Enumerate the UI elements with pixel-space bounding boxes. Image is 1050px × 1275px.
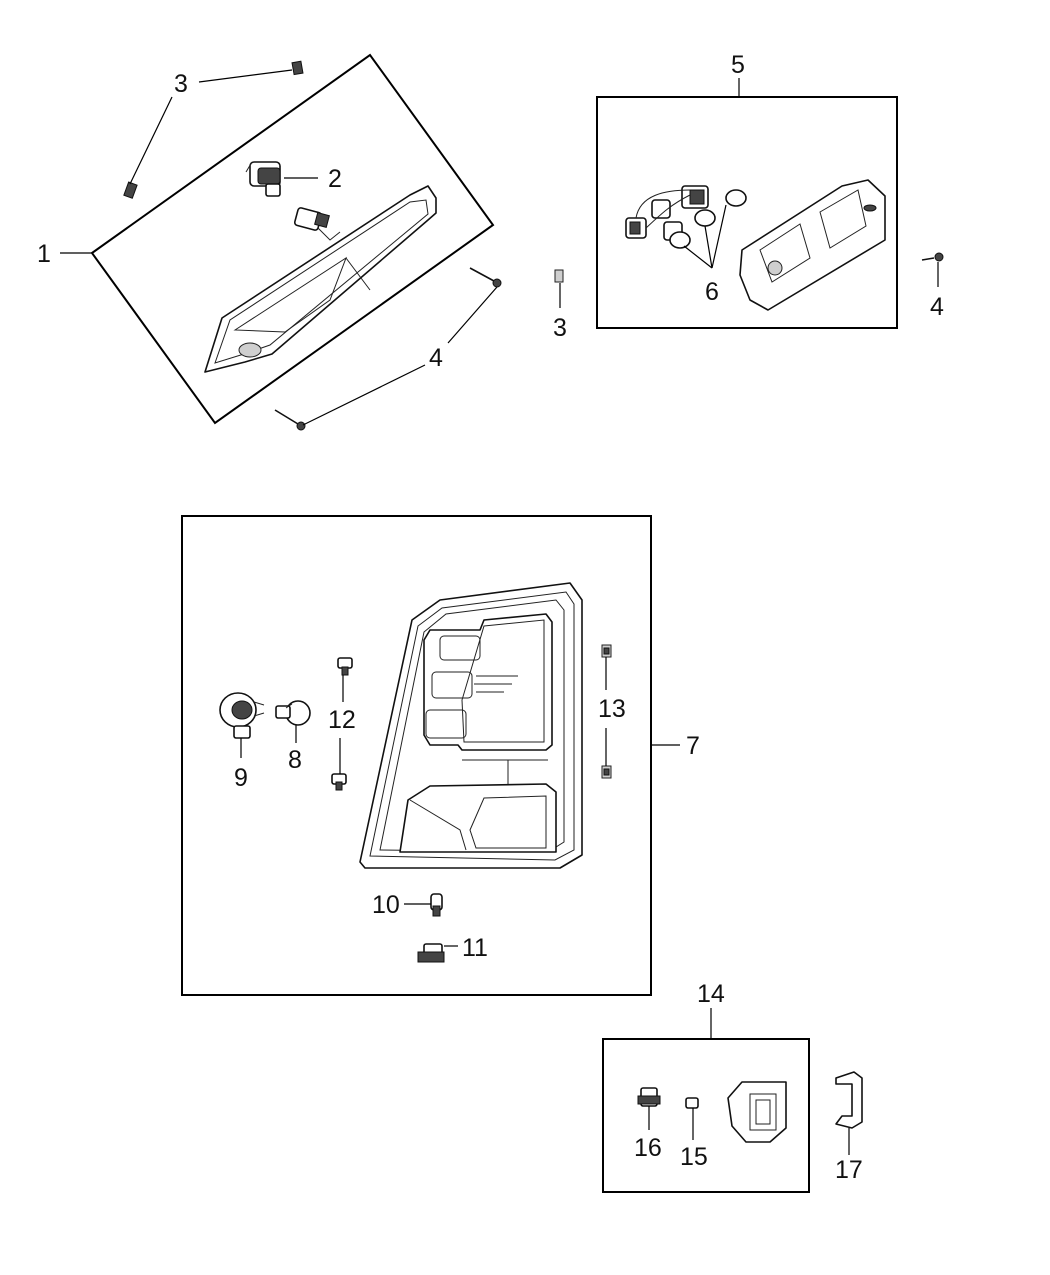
screw-lower	[274, 409, 306, 431]
callout-5: 5	[731, 51, 745, 79]
callout-7: 7	[686, 732, 700, 760]
callout-1: 1	[37, 240, 51, 268]
callout-2: 2	[328, 165, 342, 193]
callout-6: 6	[705, 278, 719, 306]
leader-3a-left	[129, 96, 173, 185]
leader-4a-upper	[447, 286, 498, 344]
leader-4a-lower	[302, 364, 426, 426]
clip-nut-center	[554, 269, 564, 283]
callout-3-top: 3	[174, 70, 188, 98]
camera-module	[245, 161, 281, 197]
license-socket	[637, 1087, 661, 1107]
callout-17: 17	[835, 1156, 863, 1184]
clip-nut-left	[123, 181, 138, 199]
screw-upper	[469, 267, 502, 288]
leader-6c	[683, 245, 713, 269]
callout-10: 10	[372, 891, 400, 919]
lamp-wiring-harness	[625, 185, 709, 241]
group-1-frame	[90, 53, 495, 425]
lamp-bulbs	[669, 189, 747, 249]
license-lamp-housing	[727, 1081, 787, 1143]
lamp-connector	[293, 207, 341, 241]
bulb-socket-small	[417, 943, 445, 963]
callout-12: 12	[328, 706, 356, 734]
group-14-frame	[602, 1038, 810, 1193]
callout-14: 14	[697, 980, 725, 1008]
callout-4-right: 4	[930, 293, 944, 321]
wedge-bulb	[430, 893, 443, 917]
clip-upper	[601, 644, 612, 658]
push-pin-upper	[337, 657, 353, 676]
callout-8: 8	[288, 746, 302, 774]
clip-lower	[601, 765, 612, 779]
callout-9: 9	[234, 764, 248, 792]
tail-lamp-housing	[359, 582, 583, 869]
leader-6a	[711, 204, 727, 269]
tail-bulb	[275, 700, 311, 726]
license-bulb	[685, 1097, 699, 1109]
callout-11: 11	[462, 934, 488, 962]
clip-nut-top	[291, 60, 304, 76]
callout-16: 16	[634, 1134, 662, 1162]
group-7-frame	[181, 515, 652, 996]
lamp-bracket	[835, 1071, 863, 1129]
leader-6b	[704, 225, 713, 269]
socket-assembly	[219, 692, 265, 739]
group-5-frame	[596, 96, 898, 329]
brake-lamp-housing	[739, 179, 886, 311]
callout-3-center: 3	[553, 314, 567, 342]
leader-3a-top	[198, 69, 293, 83]
callout-4-left: 4	[429, 344, 443, 372]
high-mount-lamp-housing	[204, 185, 437, 373]
screw-right	[921, 252, 944, 262]
push-pin-lower	[331, 773, 347, 791]
callout-15: 15	[680, 1143, 708, 1171]
callout-13: 13	[598, 695, 626, 723]
